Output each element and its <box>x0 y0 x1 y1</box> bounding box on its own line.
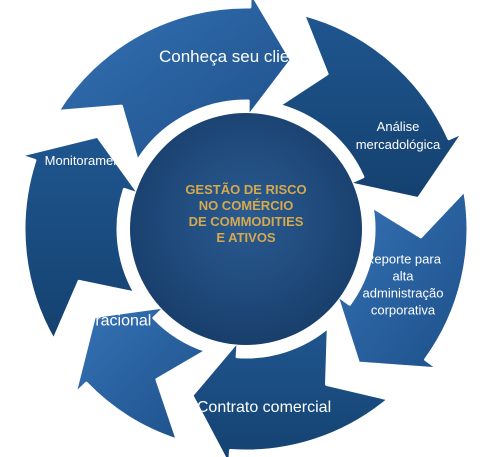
stage-label-contrato: Contrato comercial <box>197 399 331 416</box>
cycle-arrow-conheca <box>56 0 293 163</box>
center-title-line: GESTÃO DE RISCO <box>185 182 306 197</box>
cycle-arrow-analise <box>277 13 465 201</box>
stage-label-analise: Análise mercadológica <box>356 119 441 152</box>
cycle-arrow-monitoramento <box>18 134 141 342</box>
stage-label-reporte: Reporte para alta administração corporativa <box>363 252 444 318</box>
stage-label-controle: Controle operacional <box>69 292 152 330</box>
center-circle <box>130 113 362 345</box>
center-title-line: DE COMMODITIES <box>189 214 304 229</box>
stage-label-line: Monitoramento <box>45 153 132 168</box>
stage-label-line: mercadológica <box>356 137 441 152</box>
stage-label-line: administração <box>363 286 444 301</box>
stage-label-line: Controle <box>80 292 141 309</box>
stage-label-monitoramento: Monitoramento <box>45 153 132 168</box>
center-title-line: NO COMÉRCIO <box>199 198 294 213</box>
stage-label-conheca: Conheça seu cliente <box>159 47 313 66</box>
cycle-arrow-controle <box>73 305 208 442</box>
cycle-arrow-contrato <box>190 325 391 457</box>
stage-label-line: Análise <box>377 119 420 134</box>
stage-label-line: Reporte para <box>365 252 442 267</box>
stage-label-line: Contrato comercial <box>197 399 331 416</box>
stage-label-line: alta <box>393 269 415 284</box>
stage-label-line: operacional <box>69 313 152 330</box>
stage-label-line: corporativa <box>371 303 436 318</box>
stage-label-line: Conheça seu cliente <box>159 47 313 66</box>
center-title-line: E ATIVOS <box>216 230 276 245</box>
cycle-arrow-reporte <box>335 189 470 371</box>
